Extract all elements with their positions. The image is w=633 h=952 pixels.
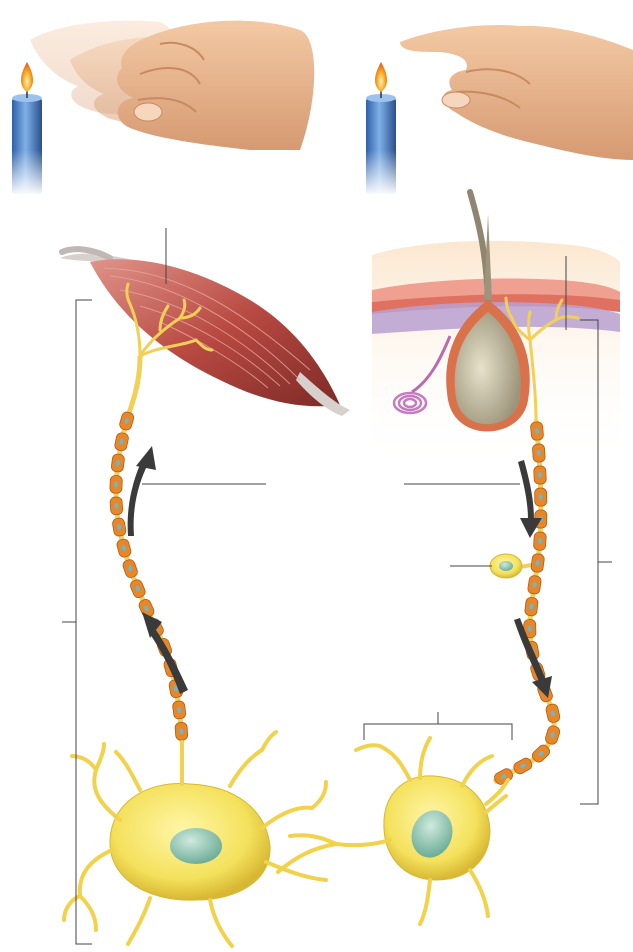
- hand-approaching-icon: [400, 25, 633, 160]
- hand-withdrawn-icon: [30, 21, 314, 150]
- impulse-arrow-icon: [128, 446, 156, 536]
- interneuron-bracket: [364, 724, 512, 740]
- motor-bracket: [76, 300, 92, 944]
- skeletal-muscle-icon: [60, 249, 350, 416]
- impulse-arrow-icon: [142, 612, 188, 694]
- interneuron-icon: [278, 738, 508, 924]
- candle-right: [366, 62, 396, 196]
- skin-hair-follicle-icon: [372, 192, 620, 470]
- candle-left: [12, 62, 42, 196]
